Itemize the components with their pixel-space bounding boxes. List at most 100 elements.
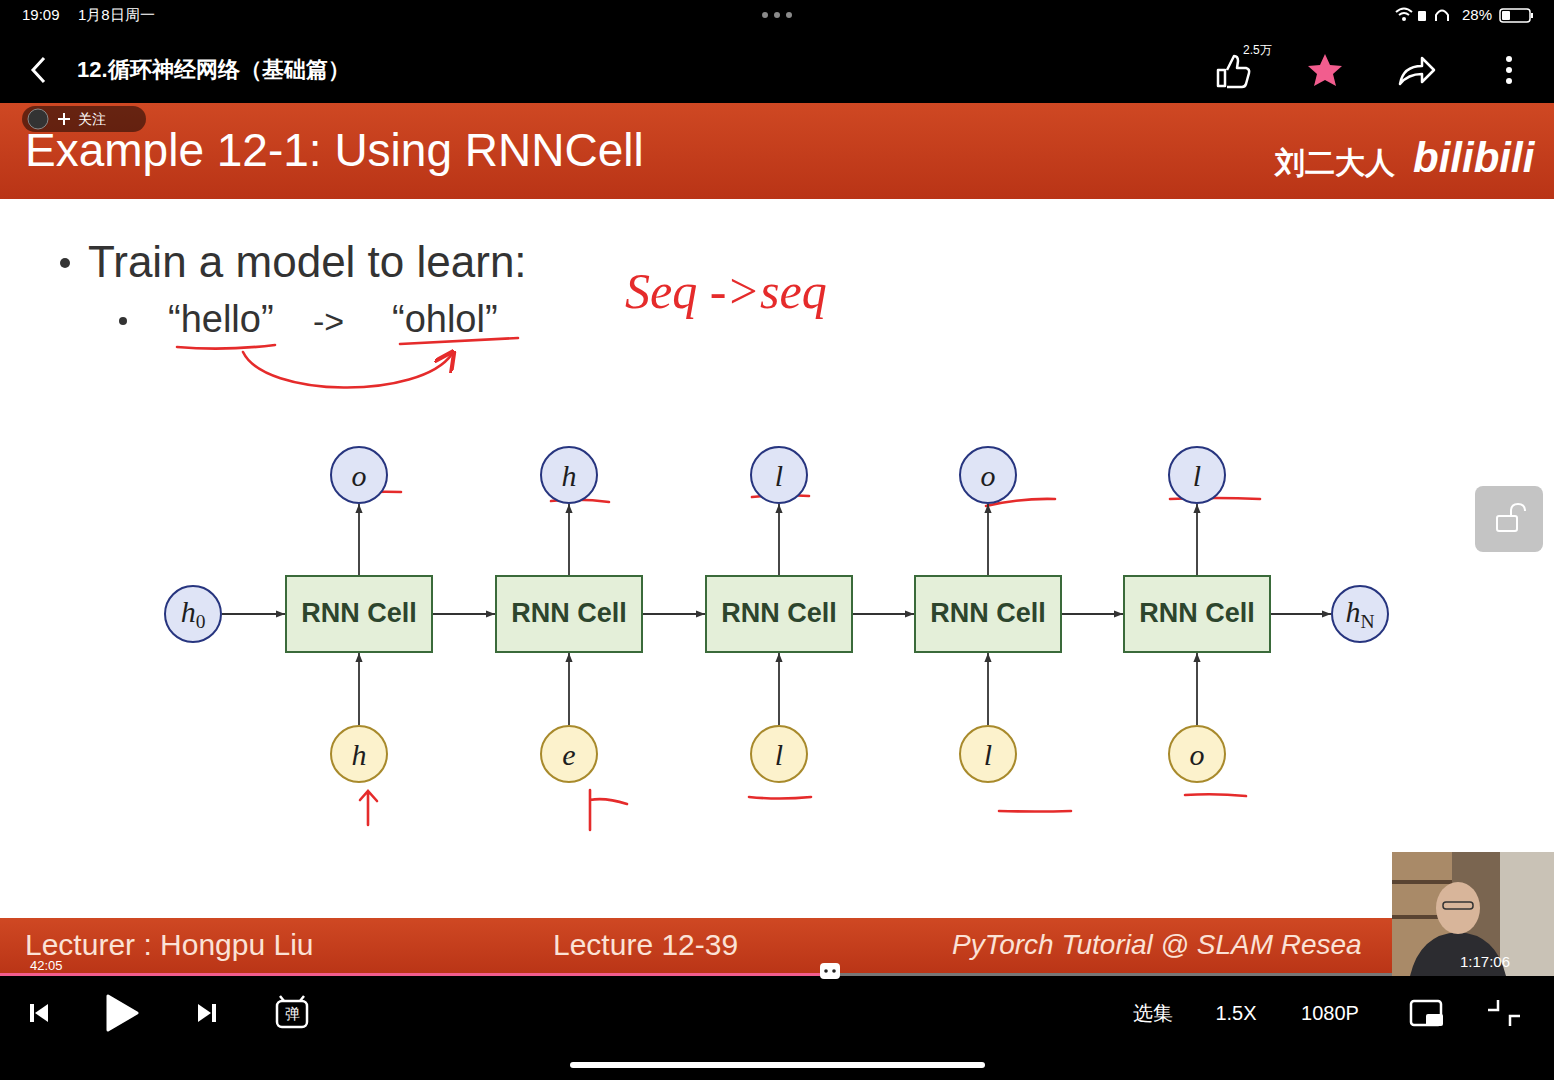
battery-level (1502, 11, 1510, 20)
connector-arrow (778, 504, 780, 575)
connector-arrow (987, 653, 989, 725)
symbol-letter: h (562, 459, 577, 492)
prev-icon (30, 1004, 34, 1022)
back-chevron (33, 58, 44, 82)
output-sequence: “ohlol” (392, 298, 498, 342)
battery-icon (1500, 9, 1530, 22)
symbol-letter: o (981, 459, 996, 492)
symbol-letter: h0 (181, 595, 206, 632)
connector-arrow (1271, 613, 1331, 615)
headphone-icon (1436, 11, 1448, 22)
hidden-state-circle: h0 (164, 585, 222, 643)
input-circle: l (959, 725, 1017, 783)
lecturer-name: Lecturer : Hongpu Liu (25, 928, 314, 963)
symbol-letter: o (1190, 738, 1205, 771)
connector-arrow (358, 653, 360, 725)
cell-label: RNN Cell (301, 599, 417, 629)
handwritten-note: Seq ->seq (625, 263, 827, 321)
cell-label: RNN Cell (1139, 599, 1255, 629)
rnn-cell-box: RNN Cell (914, 575, 1062, 653)
symbol-letter: l (984, 738, 992, 771)
home-indicator (570, 1062, 985, 1068)
output-circle: o (959, 446, 1017, 504)
connector-arrow (568, 653, 570, 725)
fullscreen-exit-icon (1488, 1000, 1520, 1026)
progress-thumb (820, 963, 840, 979)
favorite-star (1308, 54, 1342, 86)
connector-arrow (987, 504, 989, 575)
elapsed-time: 42:05 (30, 959, 63, 974)
next-icon (198, 1004, 211, 1022)
rnn-cell-box: RNN Cell (1123, 575, 1271, 653)
output-circle: l (750, 446, 808, 504)
connector-arrow (222, 613, 285, 615)
input-circle: h (330, 725, 388, 783)
progress-thumb (824, 969, 828, 973)
battery-tip (1531, 13, 1533, 18)
course-name: PyTorch Tutorial @ SLAM Resea (952, 929, 1362, 961)
connector-arrow (643, 613, 705, 615)
status-date: 1月8日周一 (78, 6, 155, 23)
cell-label: RNN Cell (721, 599, 837, 629)
symbol-letter: l (775, 738, 783, 771)
lecture-number: Lecture 12-39 (553, 928, 738, 963)
unlock-icon (1497, 516, 1517, 531)
status-time: 19:09 (22, 6, 60, 23)
like-count: 2.5万 (1243, 44, 1272, 58)
plus-icon (58, 113, 70, 125)
input-circle: e (540, 725, 598, 783)
arrow-text: -> (313, 302, 344, 341)
symbol-letter: l (1193, 459, 1201, 492)
webcam-glasses (1443, 902, 1473, 909)
follow-text: 关注 (78, 111, 106, 127)
handwritten-annotation (177, 338, 1260, 830)
pip-icon (1426, 1014, 1443, 1026)
total-time: 1:17:06 (1460, 953, 1510, 970)
connector-arrow (1196, 653, 1198, 725)
slide-ground (0, 199, 1554, 919)
connector-arrow (358, 504, 360, 575)
unlock-icon (1511, 504, 1525, 516)
lock-button (1475, 486, 1543, 552)
battery-percent: 28% (1462, 6, 1492, 23)
connector-arrow (433, 613, 495, 615)
connector-arrow (1196, 504, 1198, 575)
webcam-feed (1392, 852, 1554, 976)
output-circle: o (330, 446, 388, 504)
symbol-letter: hN (1345, 595, 1374, 632)
bullet-text: Train a model to learn: (88, 237, 527, 288)
webcam-person (1436, 882, 1480, 934)
play-icon (108, 996, 137, 1030)
next-icon (212, 1004, 216, 1022)
lock-icon (1418, 11, 1426, 21)
title-bar (0, 103, 1554, 200)
input-sequence: “hello” (168, 298, 274, 342)
bullet (60, 258, 70, 268)
cell-label: RNN Cell (930, 599, 1046, 629)
output-circle: l (1168, 446, 1226, 504)
site-logo: bilibili (1413, 134, 1534, 182)
bullet (119, 317, 127, 325)
rnn-cell-box: RNN Cell (495, 575, 643, 653)
connector-arrow (1062, 613, 1123, 615)
wifi-icon (1396, 9, 1412, 16)
prev-icon (35, 1004, 48, 1022)
progress-thumb (832, 969, 836, 973)
share-icon (1400, 58, 1434, 84)
footer-bar (0, 918, 1554, 976)
input-circle: o (1168, 725, 1226, 783)
author-name: 刘二大人 (1275, 146, 1395, 181)
symbol-letter: h (352, 738, 367, 771)
rnn-cell-box: RNN Cell (285, 575, 433, 653)
menu-dots (762, 12, 792, 18)
danmaku-icon (277, 1001, 307, 1027)
input-circle: l (750, 725, 808, 783)
slide-title: Example 12-1: Using RNNCell (25, 124, 644, 177)
like-icon (1218, 56, 1249, 87)
output-circle: h (540, 446, 598, 504)
symbol-letter: o (352, 459, 367, 492)
progress-played (0, 973, 830, 976)
wifi-icon (1402, 17, 1406, 21)
connector-arrow (853, 613, 914, 615)
